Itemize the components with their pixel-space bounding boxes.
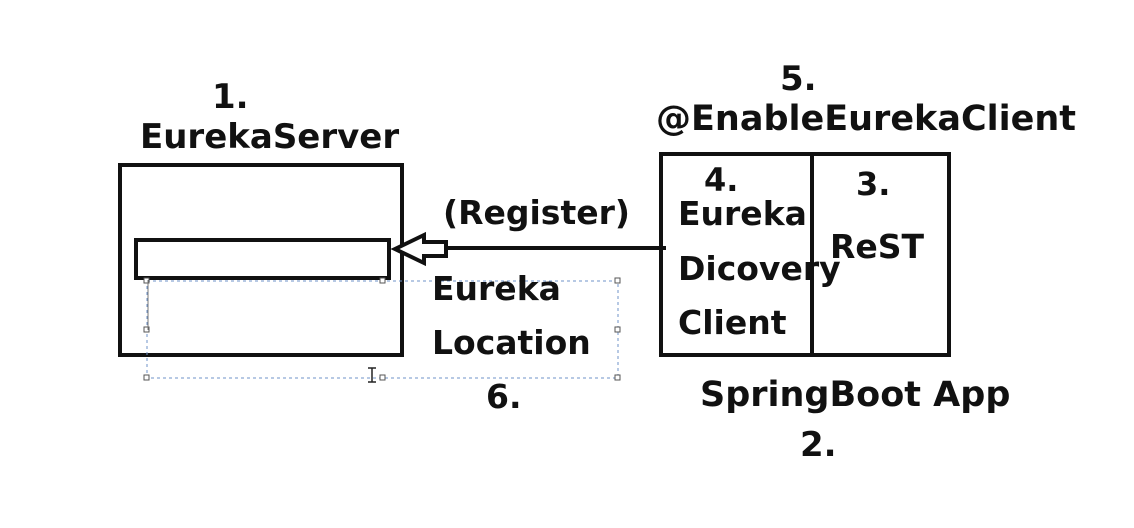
component-divider xyxy=(810,152,814,357)
selection-handle[interactable] xyxy=(614,374,621,381)
selection-handle[interactable] xyxy=(614,326,621,333)
discovery-client-number: 4. xyxy=(704,161,739,199)
eureka-location-number: 6. xyxy=(486,377,522,416)
eureka-location-line1: Eureka xyxy=(432,269,561,308)
spring-boot-app-number: 2. xyxy=(800,425,837,465)
eureka-server-title: EurekaServer xyxy=(140,117,400,157)
selection-handle[interactable] xyxy=(143,277,150,284)
rest-number: 3. xyxy=(856,165,891,203)
eureka-server-box xyxy=(118,163,404,357)
register-label: (Register) xyxy=(443,193,630,232)
discovery-client-line1: Eureka xyxy=(678,194,807,233)
spring-boot-app-label: SpringBoot App xyxy=(700,375,1011,415)
rest-label: ReST xyxy=(830,227,925,266)
annotation-number: 5. xyxy=(780,59,817,99)
enable-eureka-client-annotation: @EnableEurekaClient xyxy=(656,99,1077,139)
i-beam-cursor-icon xyxy=(368,367,376,383)
selection-handle[interactable] xyxy=(143,374,150,381)
selection-handles[interactable] xyxy=(143,277,621,381)
discovery-client-line2: Dicovery xyxy=(678,249,841,288)
selection-handle[interactable] xyxy=(143,326,150,333)
eureka-registry-slot xyxy=(134,238,391,280)
eureka-server-number: 1. xyxy=(212,77,249,117)
selection-handle[interactable] xyxy=(614,277,621,284)
hollow-arrow-left-icon xyxy=(390,231,448,267)
discovery-client-line3: Client xyxy=(678,303,787,342)
spring-boot-app-box xyxy=(659,152,951,357)
eureka-location-line2: Location xyxy=(432,323,591,362)
selection-handle[interactable] xyxy=(379,374,386,381)
selection-handle[interactable] xyxy=(379,277,386,284)
